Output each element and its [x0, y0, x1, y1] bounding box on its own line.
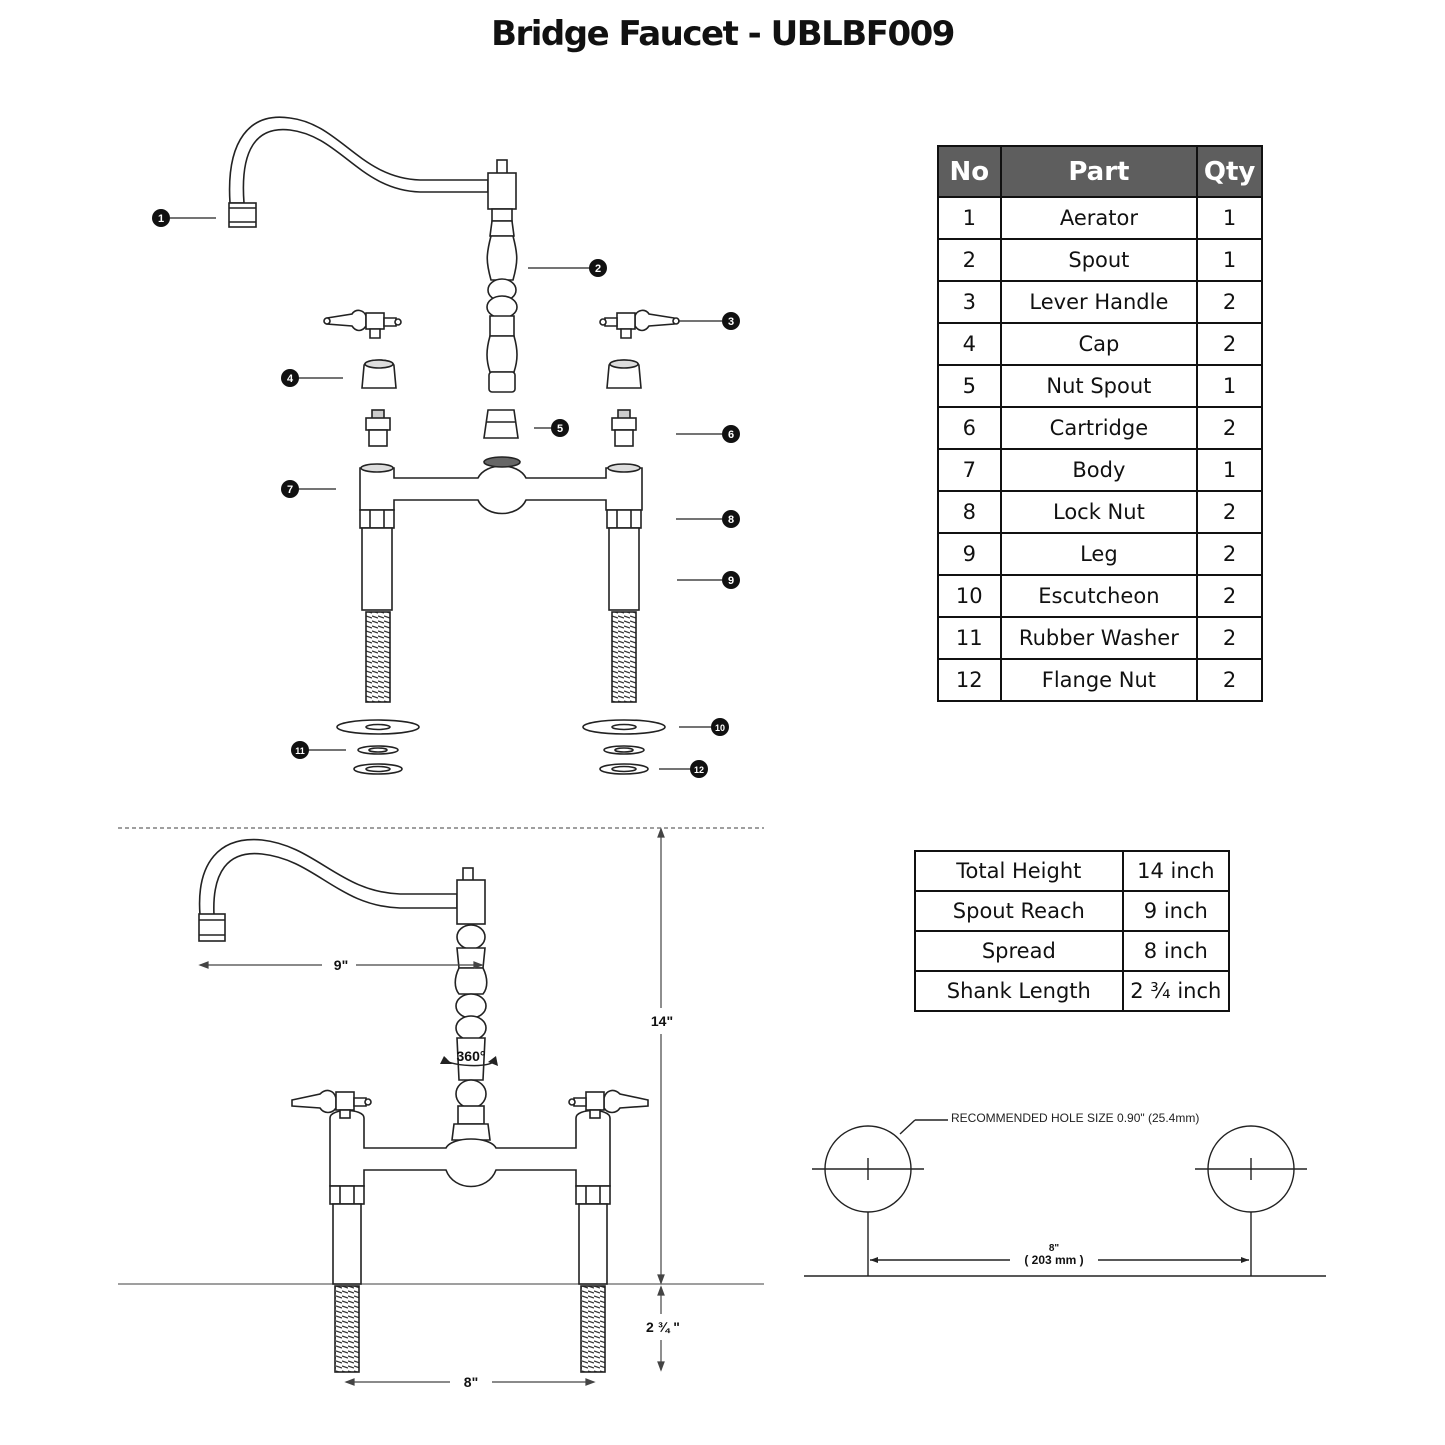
page-title: Bridge Faucet - UBLBF009: [491, 14, 955, 54]
callout-8: 8: [722, 510, 740, 528]
svg-text:1: 1: [158, 213, 164, 225]
hole-size-note: RECOMMENDED HOLE SIZE 0.90" (25.4mm): [951, 1111, 1199, 1125]
callout-9: 9: [722, 571, 740, 589]
callout-11: 11: [291, 741, 309, 759]
hole-diagram: [804, 1119, 1326, 1277]
rotation-label: 360°: [457, 1048, 486, 1064]
cartridge-right: [611, 409, 637, 447]
svg-text:3: 3: [728, 316, 734, 328]
lock-nut-left: [359, 509, 395, 529]
nut-spout-part: [483, 409, 519, 439]
callout-7: 7: [281, 480, 299, 498]
body-part: [359, 465, 643, 515]
lock-nut-right: [606, 509, 642, 529]
callout-12: 12: [690, 760, 708, 778]
svg-text:5: 5: [557, 423, 563, 435]
svg-text:11: 11: [295, 746, 305, 756]
leg-right: [608, 527, 640, 611]
svg-text:12: 12: [694, 765, 704, 775]
spread-label: 8": [464, 1374, 478, 1390]
svg-text:10: 10: [715, 723, 725, 733]
assembled-view: [118, 827, 764, 1373]
callout-6: 6: [722, 425, 740, 443]
callout-4: 4: [281, 369, 299, 387]
shank-length-label: 2 ¾ ": [646, 1319, 680, 1335]
lever-handle-right: [599, 309, 680, 339]
callout-2: 2: [589, 259, 607, 277]
spout-reach-label: 9": [334, 957, 348, 973]
hole-spacing-in: 8": [1049, 1243, 1060, 1254]
svg-text:4: 4: [287, 373, 294, 385]
svg-text:8: 8: [728, 514, 734, 526]
svg-text:2: 2: [595, 263, 601, 275]
hole-spacing-mm: ( 203 mm ): [1024, 1253, 1083, 1267]
svg-text:6: 6: [728, 429, 734, 441]
total-height-label: 14": [651, 1013, 673, 1029]
callout-1: 1: [152, 209, 170, 227]
lever-handle-left: [323, 309, 402, 339]
parts-table-header: No Part Qty: [937, 145, 1263, 198]
header-qty: Qty: [1196, 145, 1263, 198]
svg-text:9: 9: [728, 575, 734, 587]
callout-5: 5: [551, 419, 569, 437]
header-no: No: [937, 145, 1002, 198]
cartridge-left: [365, 409, 391, 447]
svg-text:7: 7: [287, 484, 293, 496]
callout-10: 10: [711, 718, 729, 736]
callout-3: 3: [722, 312, 740, 330]
aerator-part: [228, 202, 257, 228]
leg-left: [361, 527, 393, 611]
header-part: Part: [999, 145, 1199, 198]
spout-part: [228, 116, 489, 204]
